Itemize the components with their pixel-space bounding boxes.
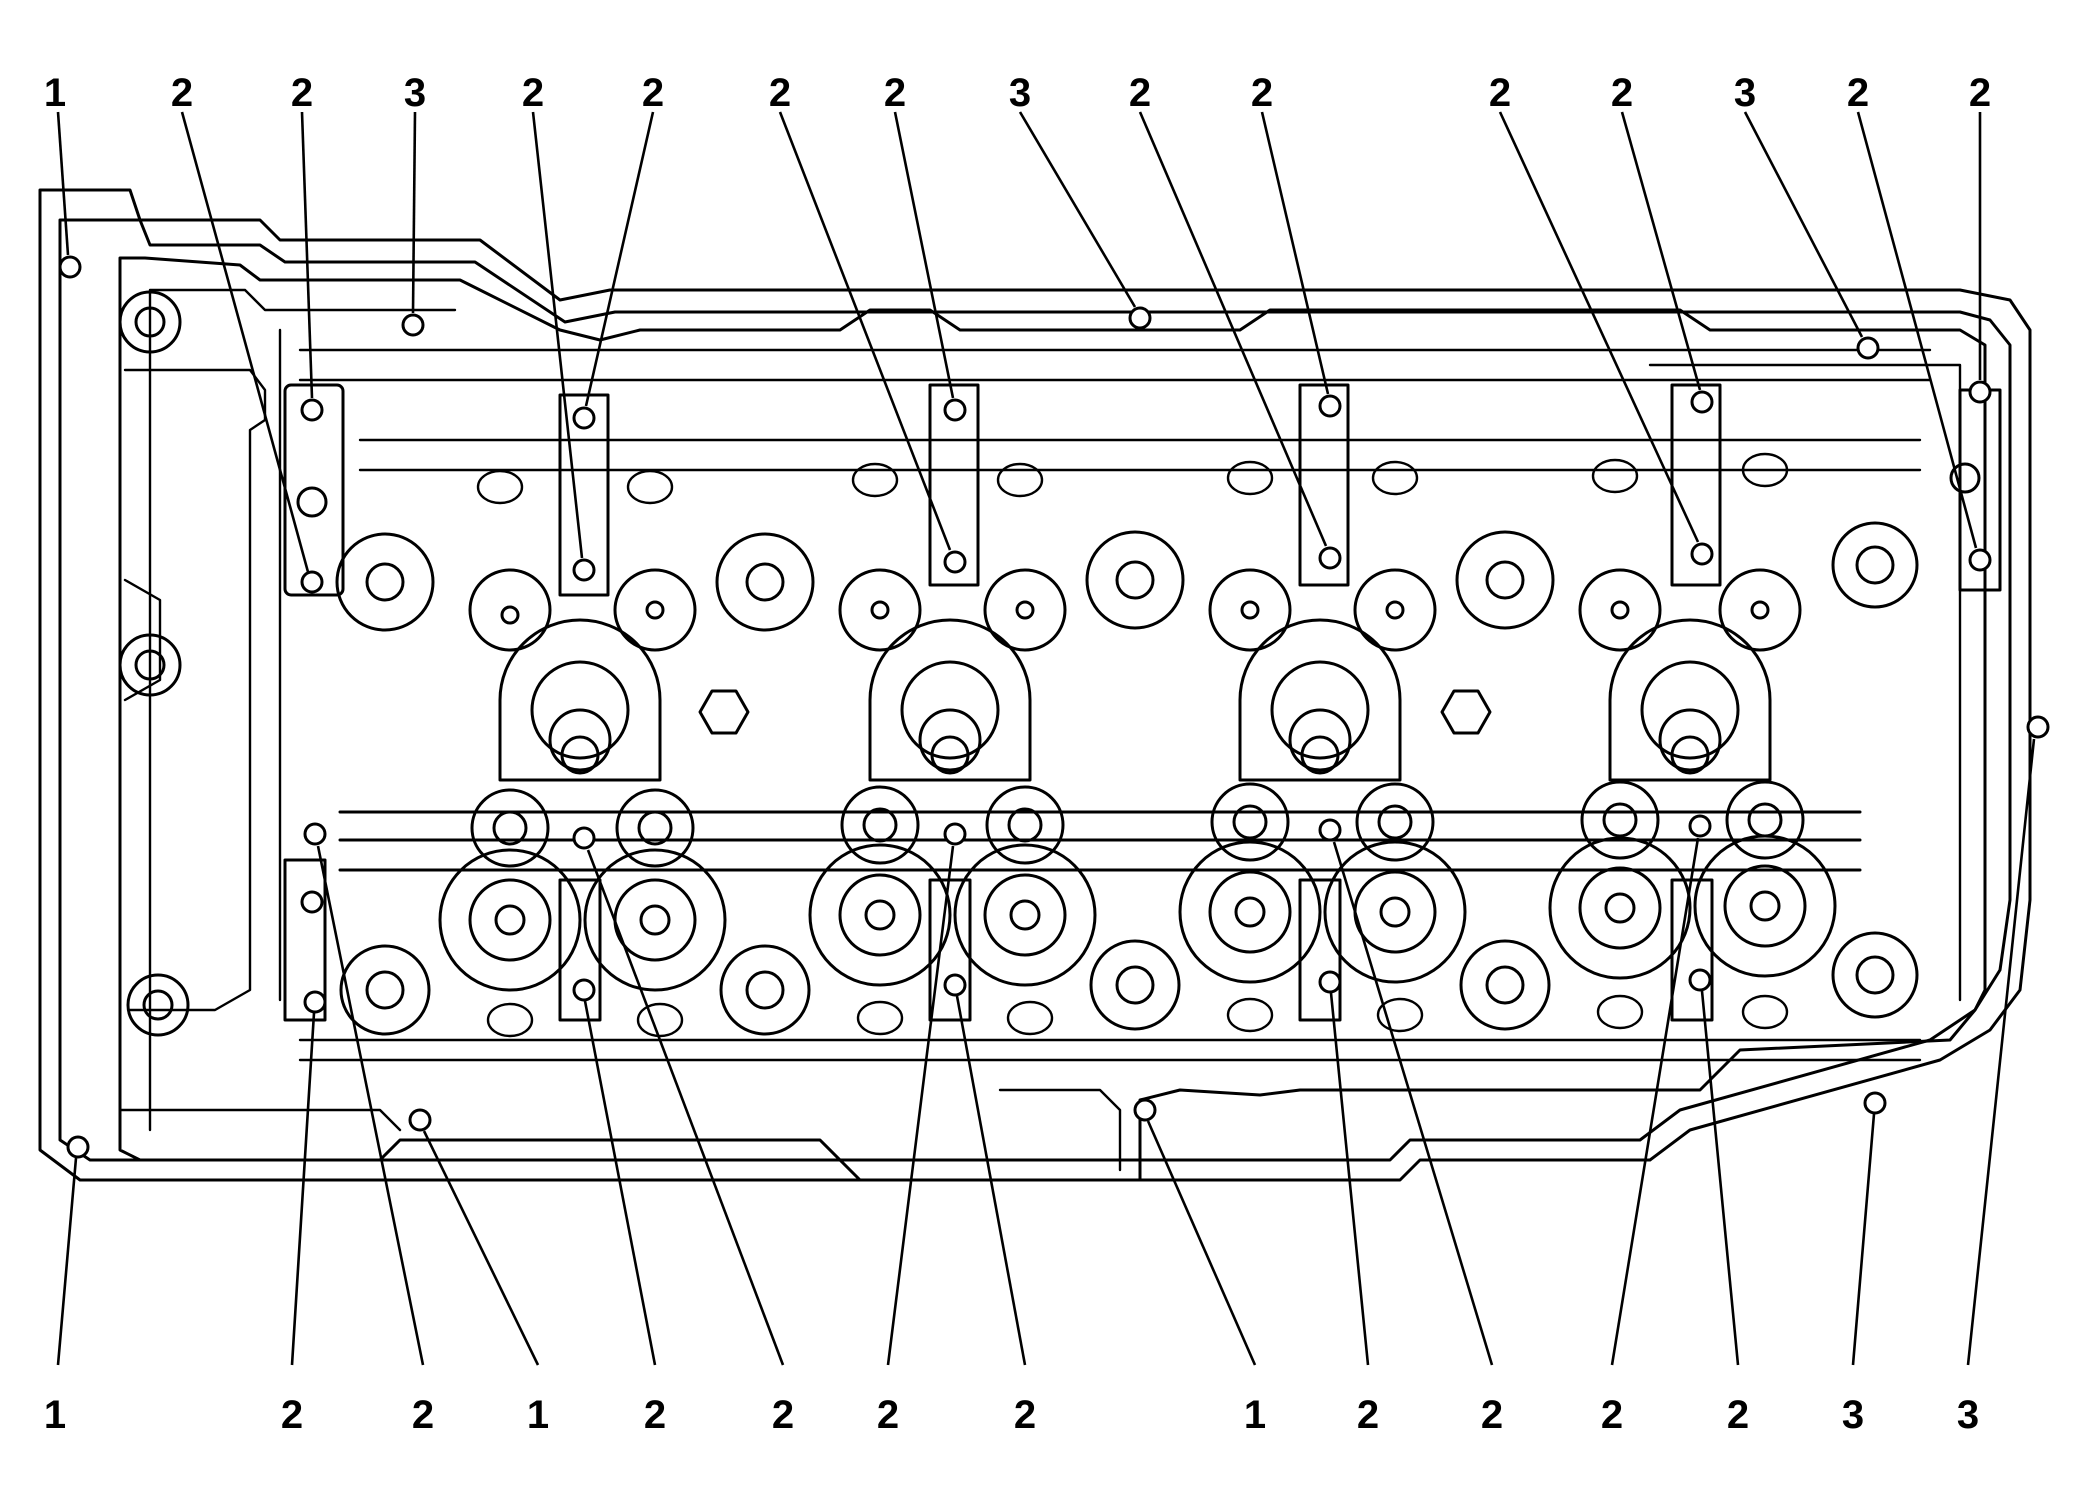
leader-lines <box>56 111 2036 1366</box>
callout-label: 2 <box>281 1393 303 1437</box>
bolt-hole <box>303 822 327 846</box>
callout-label: 3 <box>1842 1393 1864 1437</box>
leader-line <box>411 111 417 314</box>
bolt-hole <box>1968 380 1992 404</box>
bolt-hole <box>2026 715 2050 739</box>
leader-line <box>955 995 1027 1366</box>
callout-label: 2 <box>884 71 906 115</box>
callout-label: 1 <box>527 1393 549 1437</box>
bolt-hole <box>1690 390 1714 414</box>
bolt-hole <box>572 978 596 1002</box>
leader-line <box>1700 990 1740 1366</box>
leader-line <box>1743 111 1864 338</box>
bolt-hole <box>1856 336 1880 360</box>
leader-line <box>422 1130 540 1366</box>
leader-line <box>56 1157 78 1366</box>
callout-label: 2 <box>1727 1393 1749 1437</box>
callout-label: 2 <box>171 71 193 115</box>
leader-line <box>531 111 584 559</box>
bolt-hole <box>1133 1098 1157 1122</box>
bolt-hole <box>1318 970 1342 994</box>
bolt-hole <box>1690 542 1714 566</box>
leader-line <box>778 111 952 551</box>
leader-line <box>1138 111 1328 547</box>
leader-line <box>300 111 314 399</box>
bolt-hole <box>1968 548 1992 572</box>
leader-line <box>290 1012 316 1366</box>
bolt-hole <box>943 822 967 846</box>
callout-label: 2 <box>772 1393 794 1437</box>
bolt-hole <box>303 990 327 1014</box>
bolt-hole <box>572 558 596 582</box>
callout-label: 2 <box>1847 71 1869 115</box>
callout-label: 2 <box>1014 1393 1036 1437</box>
leader-line <box>1620 111 1702 391</box>
callout-label: 2 <box>291 71 313 115</box>
bolt-hole <box>1318 818 1342 842</box>
callout-label: 2 <box>1969 71 1991 115</box>
leader-line <box>583 1000 657 1366</box>
bolt-hole <box>1318 546 1342 570</box>
bolt-hole <box>1128 306 1152 330</box>
leader-line <box>1332 841 1494 1366</box>
bolt-hole <box>943 398 967 422</box>
bolt-hole <box>943 550 967 574</box>
callout-labels: 1 2 2 3 2 2 2 2 3 2 2 2 2 3 2 2 1 2 2 1 … <box>44 71 1991 1437</box>
leader-line <box>584 111 655 407</box>
leader-line <box>1610 837 1700 1366</box>
bolt-hole <box>66 1135 90 1159</box>
callout-label: 3 <box>1957 1393 1979 1437</box>
leader-line <box>1146 1120 1257 1366</box>
callout-label: 1 <box>44 71 66 115</box>
callout-label: 2 <box>1357 1393 1379 1437</box>
leader-line <box>1851 1113 1876 1366</box>
callout-label: 2 <box>1611 71 1633 115</box>
callout-label: 2 <box>769 71 791 115</box>
leader-line <box>56 111 70 256</box>
leader-line <box>893 111 955 399</box>
callout-label: 2 <box>642 71 664 115</box>
leader-line <box>316 845 425 1366</box>
callout-label: 2 <box>522 71 544 115</box>
bolt-hole <box>572 826 596 850</box>
bolt-hole <box>401 313 425 337</box>
callout-label: 3 <box>1009 71 1031 115</box>
leader-line <box>886 845 955 1366</box>
callout-label: 2 <box>1251 71 1273 115</box>
callout-label: 2 <box>1129 71 1151 115</box>
leader-line <box>180 111 310 573</box>
callout-label: 2 <box>1489 71 1511 115</box>
bolt-hole <box>1688 968 1712 992</box>
bolt-hole <box>300 398 324 422</box>
bolt-hole <box>300 570 324 594</box>
bolt-holes <box>58 255 2050 1159</box>
callout-label: 2 <box>1481 1393 1503 1437</box>
callout-label: 3 <box>1734 71 1756 115</box>
leader-line <box>586 849 785 1366</box>
callout-label: 3 <box>404 71 426 115</box>
bolt-hole <box>408 1108 432 1132</box>
leader-line <box>1498 111 1700 543</box>
cylinder-head-outline <box>38 188 2032 1182</box>
bolt-hole <box>943 973 967 997</box>
callout-label: 1 <box>1244 1393 1266 1437</box>
leader-line <box>1260 111 1330 395</box>
callout-label: 1 <box>44 1393 66 1437</box>
bolt-hole <box>1318 394 1342 418</box>
callout-label: 2 <box>412 1393 434 1437</box>
callout-label: 2 <box>1601 1393 1623 1437</box>
leader-line <box>1856 111 1978 549</box>
bolt-hole <box>1863 1091 1887 1115</box>
bolt-hole <box>1688 814 1712 838</box>
callout-label: 2 <box>877 1393 899 1437</box>
leader-line <box>1966 738 2036 1366</box>
leader-line <box>1018 111 1137 308</box>
leader-line <box>1329 992 1370 1366</box>
bolt-hole <box>572 406 596 430</box>
callout-label: 2 <box>644 1393 666 1437</box>
bolt-hole <box>58 255 82 279</box>
